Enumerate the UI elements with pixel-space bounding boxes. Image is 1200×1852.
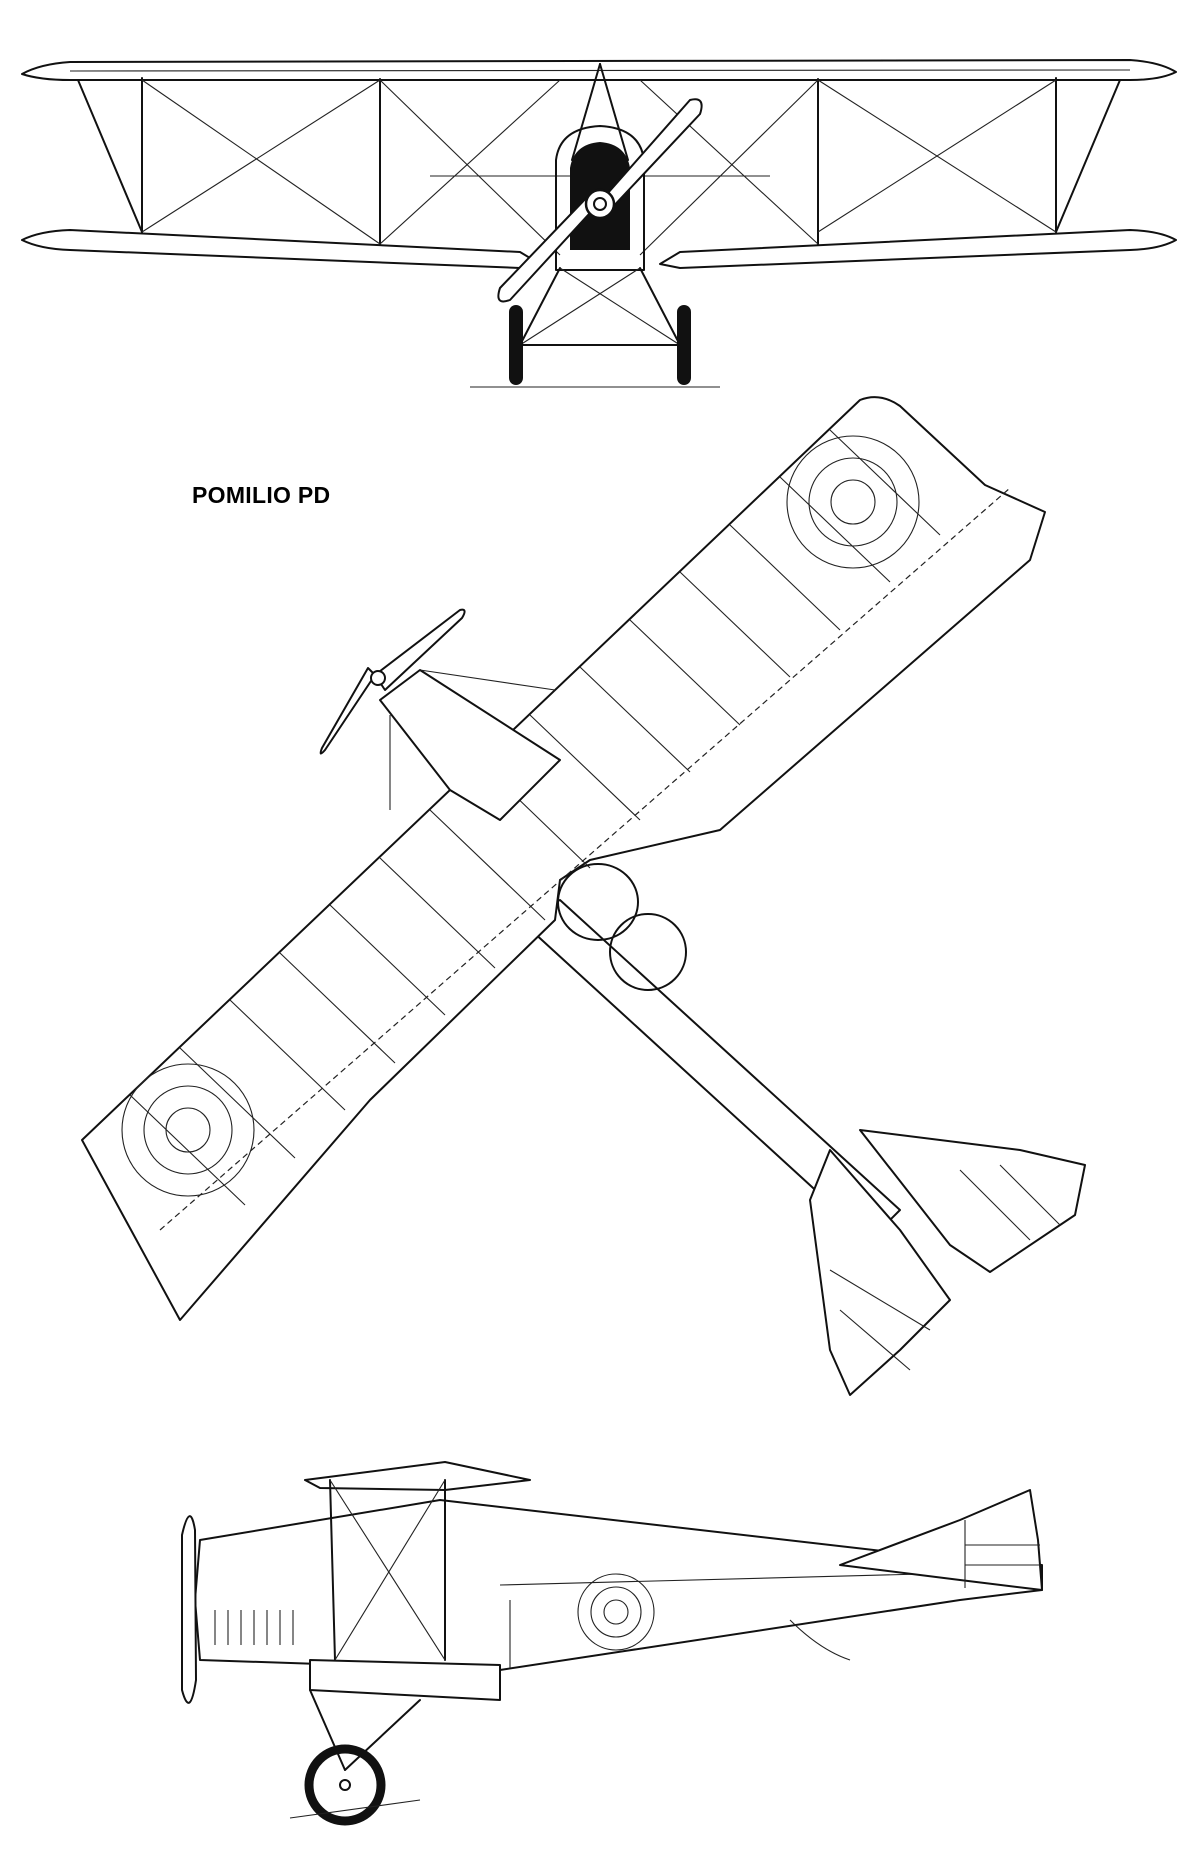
plan-propeller bbox=[319, 608, 466, 755]
front-fuselage bbox=[555, 125, 645, 271]
plan-engine-cowling bbox=[379, 669, 561, 821]
front-interplane-struts bbox=[77, 77, 1121, 245]
side-propeller bbox=[181, 1515, 197, 1704]
left-wheel bbox=[509, 305, 523, 385]
plan-roundel-left bbox=[121, 1063, 255, 1197]
plan-view bbox=[81, 396, 1086, 1396]
front-propeller bbox=[497, 98, 703, 303]
right-wheel bbox=[677, 305, 691, 385]
side-undercarriage bbox=[289, 1619, 851, 1826]
drawing-title: POMILIO PD bbox=[192, 482, 331, 508]
side-view bbox=[181, 1461, 1043, 1826]
side-struts bbox=[329, 1479, 446, 1661]
side-lower-wing bbox=[309, 1659, 501, 1701]
plan-cockpit bbox=[557, 863, 687, 991]
side-upper-wing bbox=[304, 1461, 531, 1491]
side-roundel bbox=[577, 1573, 655, 1651]
front-view bbox=[21, 59, 1177, 388]
side-wheel bbox=[304, 1744, 386, 1826]
side-engine-louvres bbox=[214, 1610, 294, 1645]
plan-tailplane-right bbox=[859, 1129, 1086, 1273]
front-lower-wing bbox=[21, 229, 541, 269]
plan-roundel-right bbox=[786, 435, 920, 569]
front-undercarriage bbox=[470, 267, 720, 388]
side-fuselage bbox=[194, 1499, 1043, 1671]
plan-tailplane-left bbox=[809, 1149, 951, 1396]
side-ground-line bbox=[289, 1799, 421, 1819]
plan-wing-ribs bbox=[129, 429, 941, 1206]
